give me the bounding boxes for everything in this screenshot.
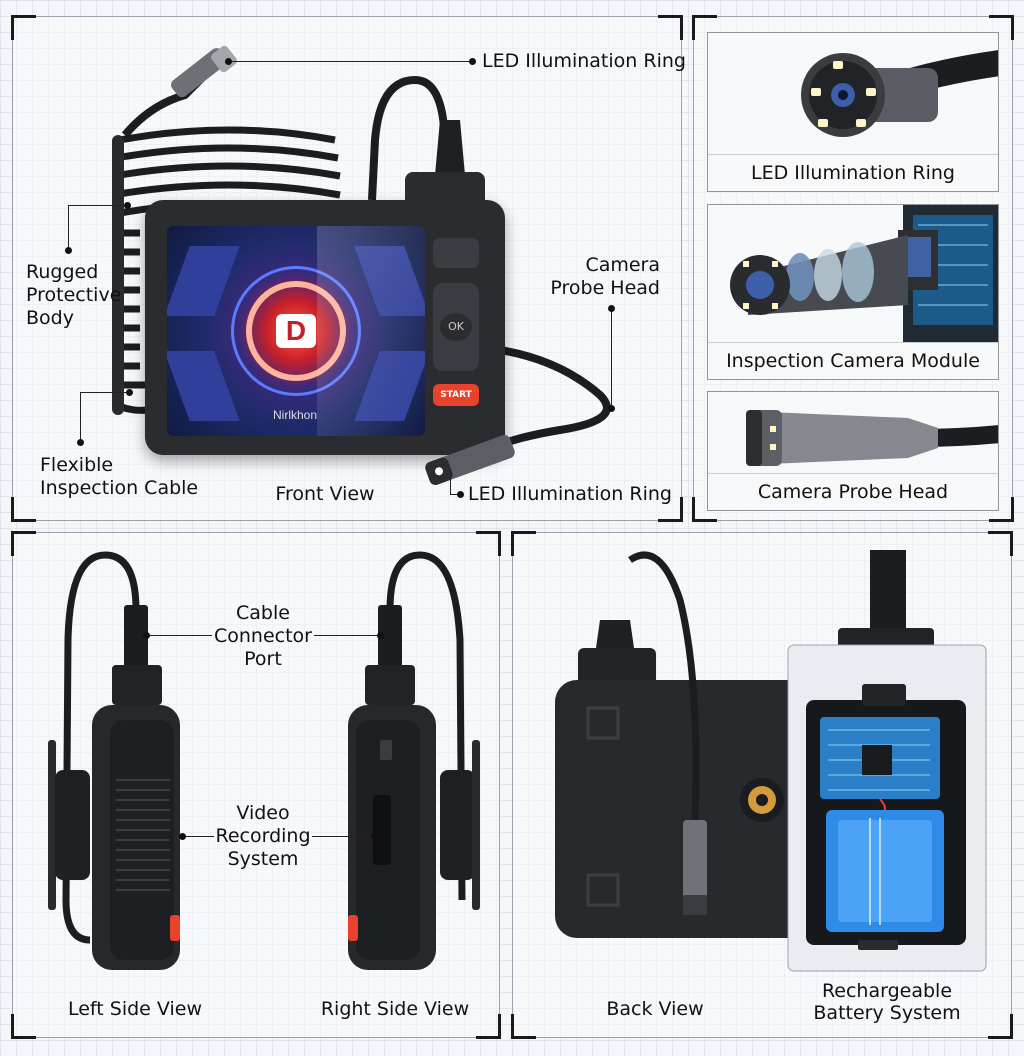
label-video-3: System: [227, 848, 299, 870]
callout-dot: [65, 247, 72, 254]
callout-dot: [608, 305, 615, 312]
left-side-view-label: Left Side View: [67, 998, 202, 1020]
front-view-label: Front View: [275, 483, 375, 505]
device-screen: D: [167, 226, 425, 436]
label-connector-1: Cable: [236, 602, 290, 624]
label-video-1: Video: [236, 802, 290, 824]
callout-line: [312, 836, 374, 837]
callout-dot: [179, 833, 186, 840]
label-probe-1: Camera: [585, 254, 660, 276]
ok-button[interactable]: OK: [440, 313, 472, 341]
callout-dot: [377, 632, 384, 639]
detail-caption: LED Illumination Ring: [708, 154, 998, 191]
callout-dot: [124, 202, 131, 209]
label-video-2: Recording: [215, 825, 311, 847]
detail-camera-module: Inspection Camera Module: [707, 204, 999, 380]
label-probe-2: Probe Head: [550, 277, 660, 299]
callout-line: [146, 635, 212, 636]
menu-button[interactable]: [433, 238, 479, 268]
start-button[interactable]: START: [433, 384, 479, 406]
right-side-view-label: Right Side View: [320, 998, 470, 1020]
callout-dot: [469, 58, 476, 65]
detail-caption: Inspection Camera Module: [708, 342, 998, 379]
label-battery-1: Rechargeable: [821, 980, 953, 1002]
dpad[interactable]: OK: [433, 283, 479, 371]
label-connector-3: Port: [244, 648, 282, 670]
back-view-label: Back View: [606, 998, 704, 1020]
callout-dot: [143, 632, 150, 639]
callout-line: [80, 392, 81, 442]
detail-led-ring: LED Illumination Ring: [707, 32, 999, 192]
label-battery-2: Battery System: [813, 1002, 961, 1024]
callout-dot: [126, 389, 133, 396]
callout-line: [80, 392, 128, 393]
label-body-2: Protective: [26, 284, 122, 306]
label-connector-2: Connector: [214, 625, 312, 647]
device-front: D Nirlkhon OK START: [145, 172, 505, 455]
callout-dot: [371, 833, 378, 840]
label-body-3: Body: [26, 307, 74, 329]
brand-label: Nirlkhon: [273, 408, 318, 422]
label-led-ring-bottom: LED Illumination Ring: [468, 483, 672, 505]
callout-dot: [457, 491, 464, 498]
detail-probe-head: Camera Probe Head: [707, 391, 999, 511]
callout-dot: [225, 58, 232, 65]
callout-line: [228, 61, 472, 62]
callout-dot: [77, 439, 84, 446]
callout-line: [68, 205, 69, 250]
callout-line: [314, 635, 380, 636]
screen-logo: D: [276, 314, 316, 348]
detail-caption: Camera Probe Head: [708, 473, 998, 510]
callout-line: [611, 308, 612, 408]
label-cable-1: Flexible: [40, 454, 114, 476]
callout-line: [450, 494, 460, 495]
label-led-ring-top: LED Illumination Ring: [482, 50, 686, 72]
callout-line: [182, 836, 214, 837]
label-cable-2: Inspection Cable: [40, 477, 199, 499]
callout-line: [450, 470, 451, 494]
callout-line: [68, 205, 126, 206]
label-body-1: Rugged: [26, 261, 99, 283]
callout-dot: [608, 405, 615, 412]
